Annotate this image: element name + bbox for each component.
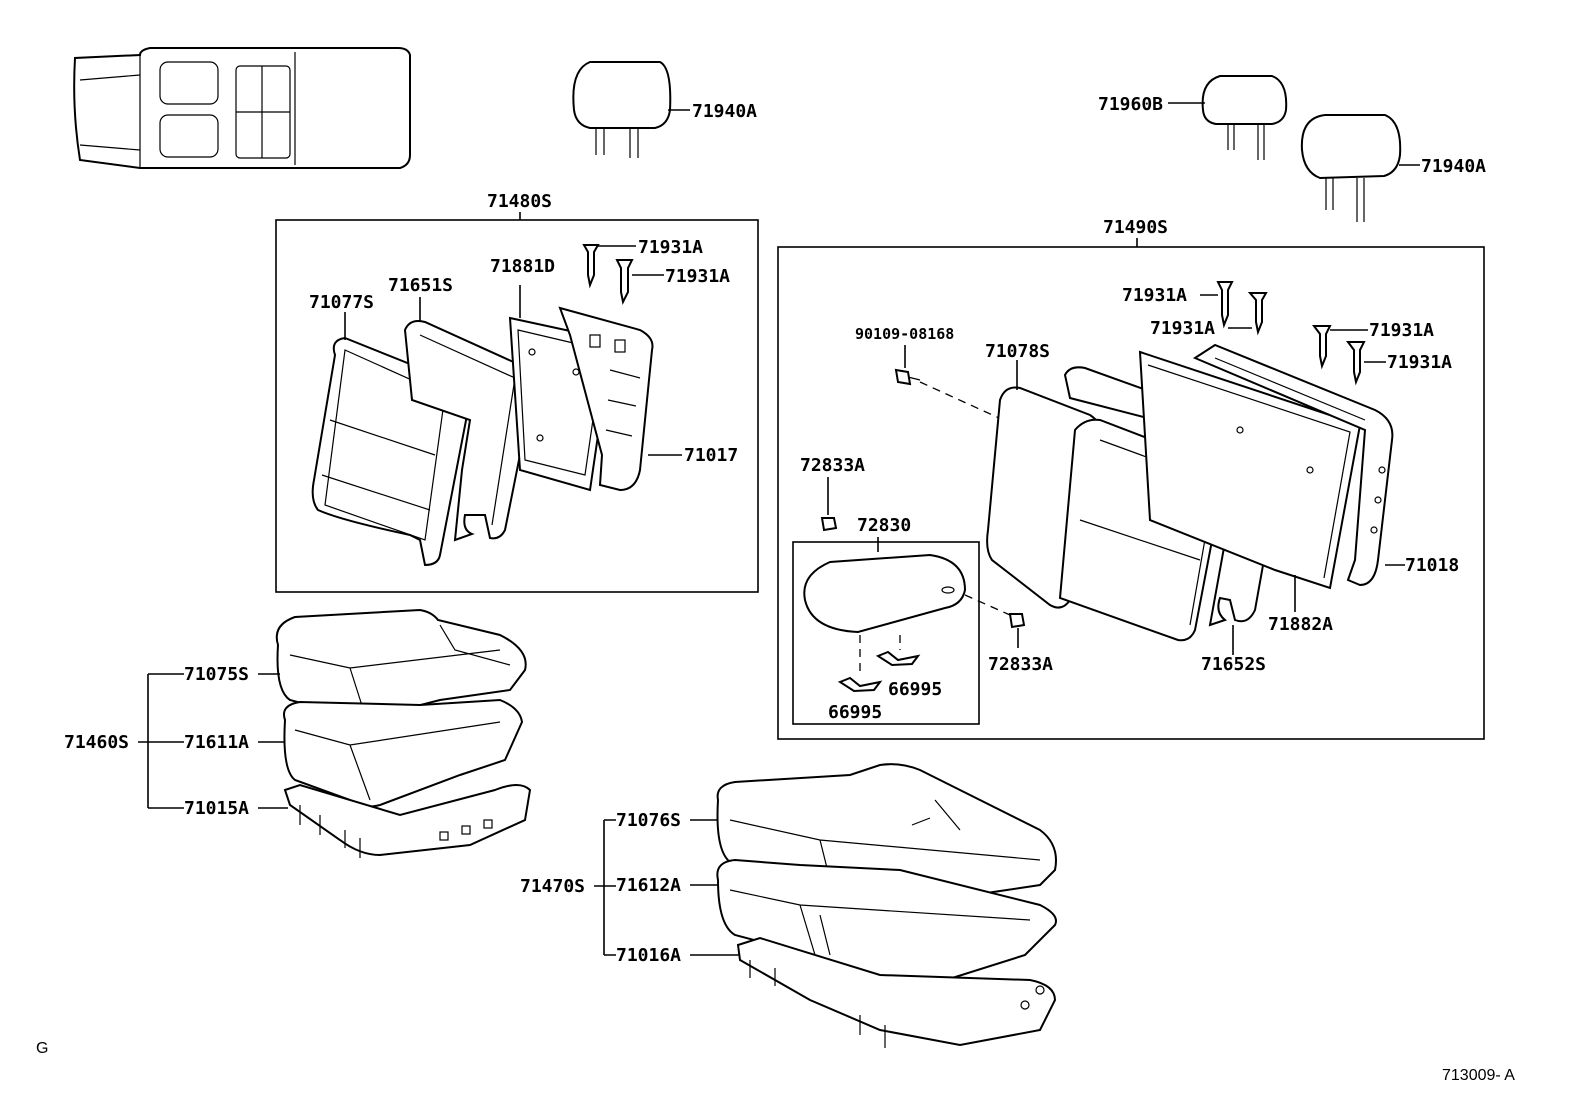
label-71078S: 71078S [985,341,1050,362]
label-66995-1: 66995 [888,679,942,700]
label-71931A-4: 71931A [1150,318,1215,339]
label-71960B: 71960B [1098,94,1163,115]
label-71931A-5: 71931A [1369,320,1434,341]
clip-71931A-2 [615,259,634,306]
label-72833A-2: 72833A [988,654,1053,675]
bracket-66995-b [837,676,883,693]
label-71077S: 71077S [309,292,374,313]
seat-cushion-cover-71075S [275,608,527,721]
label-71940A-left: 71940A [692,101,757,122]
group-box-armrest [792,541,980,725]
headrest-71940A-left [572,61,672,158]
label-71651S: 71651S [388,275,453,296]
corner-code: G [36,1040,48,1057]
label-71881D: 71881D [490,256,555,277]
label-71016A: 71016A [616,945,681,966]
label-71017: 71017 [684,445,738,466]
label-71470S: 71470S [520,876,585,897]
label-71931A-1: 71931A [638,237,703,258]
seatback-frame-71018 [1192,343,1394,587]
clip-71931A-1 [582,244,600,289]
label-71480S: 71480S [487,191,552,212]
nut-72833A-1 [820,517,838,532]
clip-71931A-3 [1216,281,1234,329]
group-box-71480S [275,219,759,593]
seat-cushion-pad-71612A [716,858,1057,988]
seat-cushion-frame-71016A [736,936,1057,1048]
label-71611A: 71611A [184,732,249,753]
drawing-number: 713009- A [1442,1067,1515,1084]
label-71018: 71018 [1405,555,1459,576]
bolt-90109-08168 [894,368,921,386]
label-71940A-right: 71940A [1421,156,1486,177]
vehicle-overview-illustration [73,47,411,169]
seat-cushion-pad-71611A [283,698,524,808]
label-71931A-3: 71931A [1122,285,1187,306]
label-90109-08168: 90109-08168 [855,325,954,343]
label-71075S: 71075S [184,664,249,685]
label-71460S: 71460S [64,732,129,753]
label-71015A: 71015A [184,798,249,819]
seatback-board-71882A [1138,350,1362,590]
group-box-71490S [777,246,1485,740]
seatback-frame-71017 [558,306,654,492]
clip-71931A-6 [1346,341,1366,386]
label-71931A-6: 71931A [1387,352,1452,373]
label-71490S: 71490S [1103,217,1168,238]
clip-71931A-4 [1247,292,1268,336]
nut-72833A-2 [1008,613,1026,629]
label-72830: 72830 [857,515,911,536]
label-66995-2: 66995 [828,702,882,723]
seat-cushion-frame-71015A [283,783,532,858]
label-71652S: 71652S [1201,654,1266,675]
clip-71931A-5 [1312,325,1332,370]
armrest-72830 [803,553,967,634]
bracket-66995-a [875,650,921,667]
headrest-71960B [1201,75,1288,160]
label-71612A: 71612A [616,875,681,896]
label-71076S: 71076S [616,810,681,831]
label-71931A-2: 71931A [665,266,730,287]
headrest-71940A-right [1300,114,1402,222]
label-72833A-1: 72833A [800,455,865,476]
label-71882A: 71882A [1268,614,1333,635]
